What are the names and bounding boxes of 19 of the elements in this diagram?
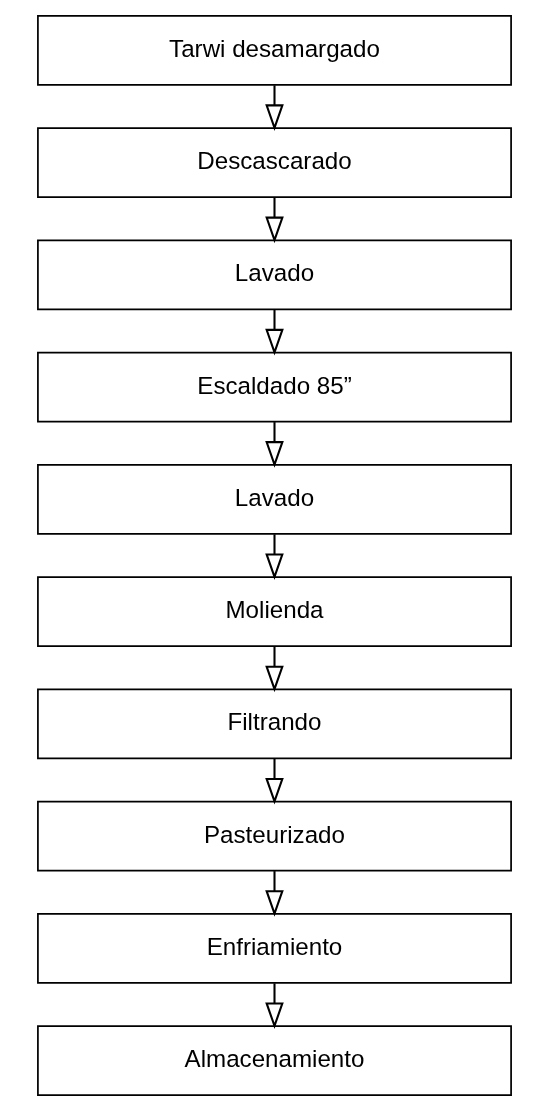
arrow <box>265 871 284 917</box>
arrow <box>265 197 284 244</box>
node-box: Pasteurizado <box>37 800 512 872</box>
arrow <box>265 646 284 693</box>
arrow <box>265 309 284 356</box>
node-box: Lavado <box>37 463 512 535</box>
node-box: Descascarado <box>37 127 512 199</box>
node-box: Filtrando <box>37 688 512 760</box>
node-box: Lavado <box>37 239 512 311</box>
arrow <box>265 85 284 131</box>
node-box: Enfriamiento <box>37 912 512 984</box>
arrow <box>265 983 284 1029</box>
node-box: Escaldado 85” <box>37 351 512 423</box>
arrow <box>265 534 284 580</box>
arrow <box>265 758 284 805</box>
node-box: Molienda <box>37 576 512 648</box>
node-box: Tarwi desamargado <box>37 14 512 86</box>
arrow <box>265 422 284 468</box>
node-box: Almacenamiento <box>37 1025 512 1097</box>
